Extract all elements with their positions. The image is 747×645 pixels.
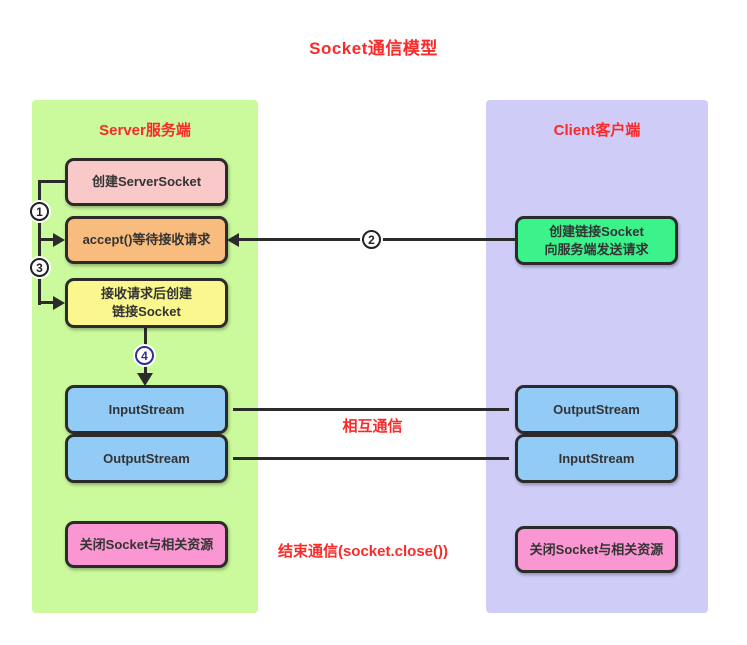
server-close-socket-box: 关闭Socket与相关资源: [65, 521, 228, 568]
server-outputstream-label: OutputStream: [103, 450, 190, 466]
server-close-socket-label: 关闭Socket与相关资源: [79, 536, 214, 552]
client-inputstream-box: InputStream: [515, 434, 678, 483]
arrowhead-client-request-icon: [227, 233, 239, 247]
arrowhead-into-link-socket-icon: [53, 296, 65, 310]
server-accept-box: accept()等待接收请求: [65, 216, 228, 264]
server-inputstream-box: InputStream: [65, 385, 228, 434]
step-1-badge: 1: [30, 202, 49, 221]
client-create-socket-box: 创建链接Socket 向服务端发送请求: [515, 216, 678, 265]
client-outputstream-label: OutputStream: [553, 401, 640, 417]
server-accept-label: accept()等待接收请求: [82, 232, 211, 248]
server-panel-title: Server服务端: [99, 122, 191, 139]
arrowhead-into-accept-icon: [53, 233, 65, 247]
server-create-serversocket-box: 创建ServerSocket: [65, 158, 228, 206]
server-outputstream-box: OutputStream: [65, 434, 228, 483]
connector-left-vertical-line: [38, 180, 41, 305]
mutual-communication-label: 相互通信: [342, 418, 403, 435]
client-close-socket-label: 关闭Socket与相关资源: [529, 541, 664, 557]
server-inputstream-label: InputStream: [108, 401, 185, 417]
connector-stream-top: [233, 408, 509, 411]
connector-branch-to-accept: [38, 238, 55, 241]
server-create-link-socket-box: 接收请求后创建 链接Socket: [65, 278, 228, 328]
client-outputstream-box: OutputStream: [515, 385, 678, 434]
step-4-badge: 4: [135, 346, 154, 365]
client-create-socket-line1: 创建链接Socket: [549, 223, 644, 239]
step-3-badge: 3: [30, 258, 49, 277]
connector-create-to-vline: [38, 180, 65, 183]
client-inputstream-label: InputStream: [558, 450, 635, 466]
connector-branch-to-link-socket: [38, 301, 55, 304]
client-panel-title: Client客户端: [553, 122, 641, 139]
diagram-title: Socket通信模型: [309, 39, 438, 58]
client-close-socket-box: 关闭Socket与相关资源: [515, 526, 678, 573]
server-create-serversocket-label: 创建ServerSocket: [91, 174, 202, 190]
arrowhead-down-into-inputstream-icon: [137, 373, 153, 386]
server-create-link-line2: 链接Socket: [112, 304, 181, 319]
server-create-link-line1: 接收请求后创建: [100, 286, 192, 302]
client-create-socket-line2: 向服务端发送请求: [544, 241, 649, 257]
end-communication-label: 结束通信(socket.close()): [277, 543, 449, 560]
step-2-badge: 2: [362, 230, 381, 249]
connector-stream-bottom: [233, 457, 509, 460]
